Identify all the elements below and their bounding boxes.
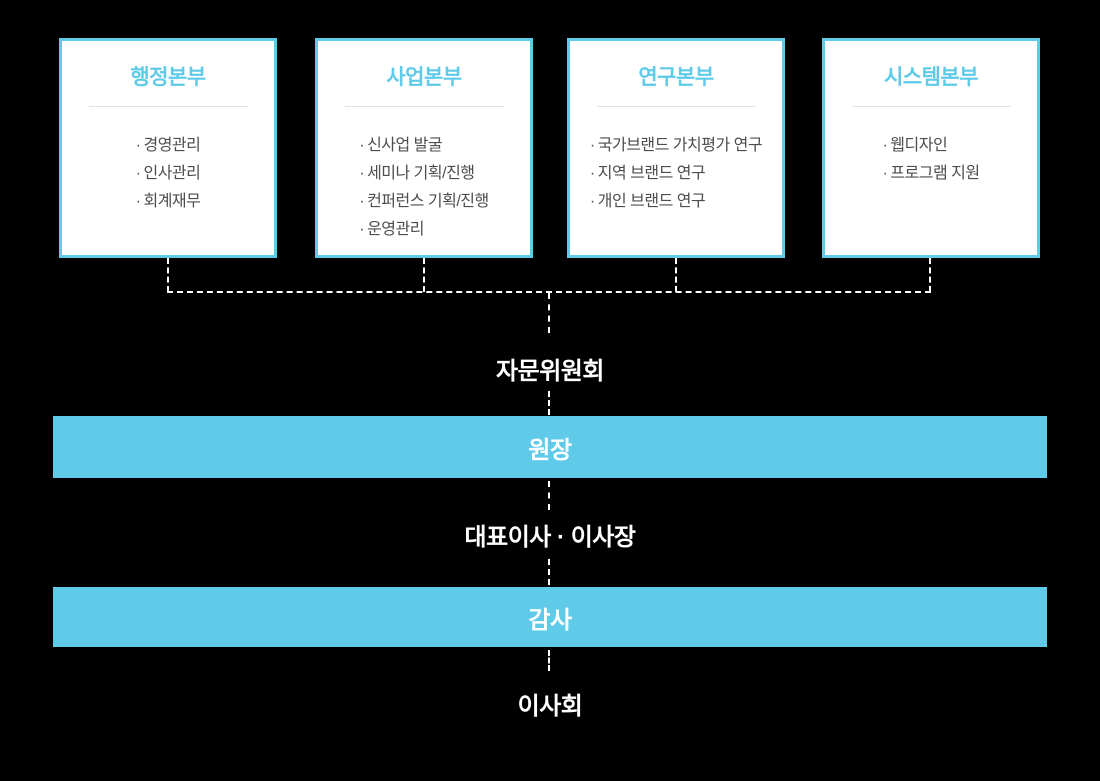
dept-box-system: 시스템본부 ·웹디자인 ·프로그램 지원 — [822, 38, 1040, 258]
director-bar: 원장 — [53, 416, 1047, 478]
auditor-label: 감사 — [528, 606, 572, 634]
connector-stub-system — [929, 258, 931, 292]
dept-item-label: 회계재무 — [143, 193, 201, 210]
dept-item-label: 인사관리 — [143, 165, 201, 182]
dept-item-label: 국가브랜드 가치평가 연구 — [597, 137, 763, 154]
bullet-icon: · — [882, 165, 888, 182]
connector-drop-advisory — [548, 293, 550, 333]
connector-stub-research — [675, 258, 677, 292]
dept-item-label: 경영관리 — [143, 137, 201, 154]
bullet-icon: · — [589, 165, 595, 182]
dept-items-system: ·웹디자인 ·프로그램 지원 — [882, 132, 980, 188]
connector-director-ceo — [548, 481, 550, 510]
divider — [88, 106, 248, 107]
bullet-icon: · — [359, 193, 365, 210]
dept-item: ·웹디자인 — [882, 132, 979, 160]
dept-item: ·운영관리 — [359, 216, 488, 244]
bullet-icon: · — [589, 137, 595, 154]
dept-item-label: 세미나 기획/진행 — [367, 165, 475, 182]
divider — [344, 106, 504, 107]
bullet-icon: · — [589, 193, 595, 210]
connector-stub-admin — [167, 258, 169, 292]
dept-items-research: ·국가브랜드 가치평가 연구 ·지역 브랜드 연구 ·개인 브랜드 연구 — [589, 132, 763, 216]
dept-title-business: 사업본부 — [386, 66, 462, 89]
divider — [596, 106, 756, 107]
connector-auditor-board — [548, 650, 550, 671]
connector-advisory-director — [548, 391, 550, 415]
bullet-icon: · — [359, 165, 365, 182]
connector-ceo-auditor — [548, 559, 550, 585]
dept-items-business: ·신사업 발굴 ·세미나 기획/진행 ·컨퍼런스 기획/진행 ·운영관리 — [359, 132, 489, 244]
connector-stub-business — [423, 258, 425, 292]
dept-items-admin: ·경영관리 ·인사관리 ·회계재무 — [136, 132, 201, 216]
dept-title-admin: 행정본부 — [130, 66, 206, 89]
connector-trunk — [167, 291, 931, 293]
dept-item: ·국가브랜드 가치평가 연구 — [589, 132, 763, 160]
dept-item: ·컨퍼런스 기획/진행 — [359, 188, 489, 216]
bullet-icon: · — [359, 221, 365, 238]
bullet-icon: · — [135, 193, 141, 210]
bullet-icon: · — [359, 137, 365, 154]
dept-item: ·회계재무 — [136, 188, 201, 216]
ceo-chairman-label: 대표이사 · 이사장 — [464, 524, 636, 551]
dept-item-label: 지역 브랜드 연구 — [597, 165, 706, 182]
bullet-icon: · — [135, 165, 141, 182]
dept-box-business: 사업본부 ·신사업 발굴 ·세미나 기획/진행 ·컨퍼런스 기획/진행 ·운영관… — [315, 38, 533, 258]
dept-item: ·경영관리 — [136, 132, 201, 160]
dept-item: ·세미나 기획/진행 — [359, 160, 488, 188]
dept-item-label: 프로그램 지원 — [890, 165, 980, 182]
divider — [851, 106, 1011, 107]
director-label: 원장 — [528, 436, 572, 464]
bullet-icon: · — [882, 137, 888, 154]
dept-item-label: 신사업 발굴 — [367, 137, 443, 154]
dept-title-research: 연구본부 — [638, 66, 714, 89]
dept-box-admin: 행정본부 ·경영관리 ·인사관리 ·회계재무 — [59, 38, 277, 258]
dept-item: ·인사관리 — [136, 160, 201, 188]
advisory-committee-label: 자문위원회 — [496, 358, 604, 385]
dept-title-system: 시스템본부 — [883, 66, 979, 89]
dept-item-label: 컨퍼런스 기획/진행 — [367, 193, 489, 210]
dept-item: ·신사업 발굴 — [359, 132, 488, 160]
dept-item-label: 개인 브랜드 연구 — [597, 193, 706, 210]
dept-box-research: 연구본부 ·국가브랜드 가치평가 연구 ·지역 브랜드 연구 ·개인 브랜드 연… — [567, 38, 785, 258]
dept-item: ·개인 브랜드 연구 — [590, 188, 762, 216]
board-label: 이사회 — [517, 693, 583, 720]
auditor-bar: 감사 — [53, 587, 1047, 647]
dept-item: ·프로그램 지원 — [882, 160, 980, 188]
bullet-icon: · — [135, 137, 141, 154]
dept-item-label: 웹디자인 — [890, 137, 948, 154]
dept-item: ·지역 브랜드 연구 — [590, 160, 762, 188]
dept-item-label: 운영관리 — [367, 221, 424, 238]
